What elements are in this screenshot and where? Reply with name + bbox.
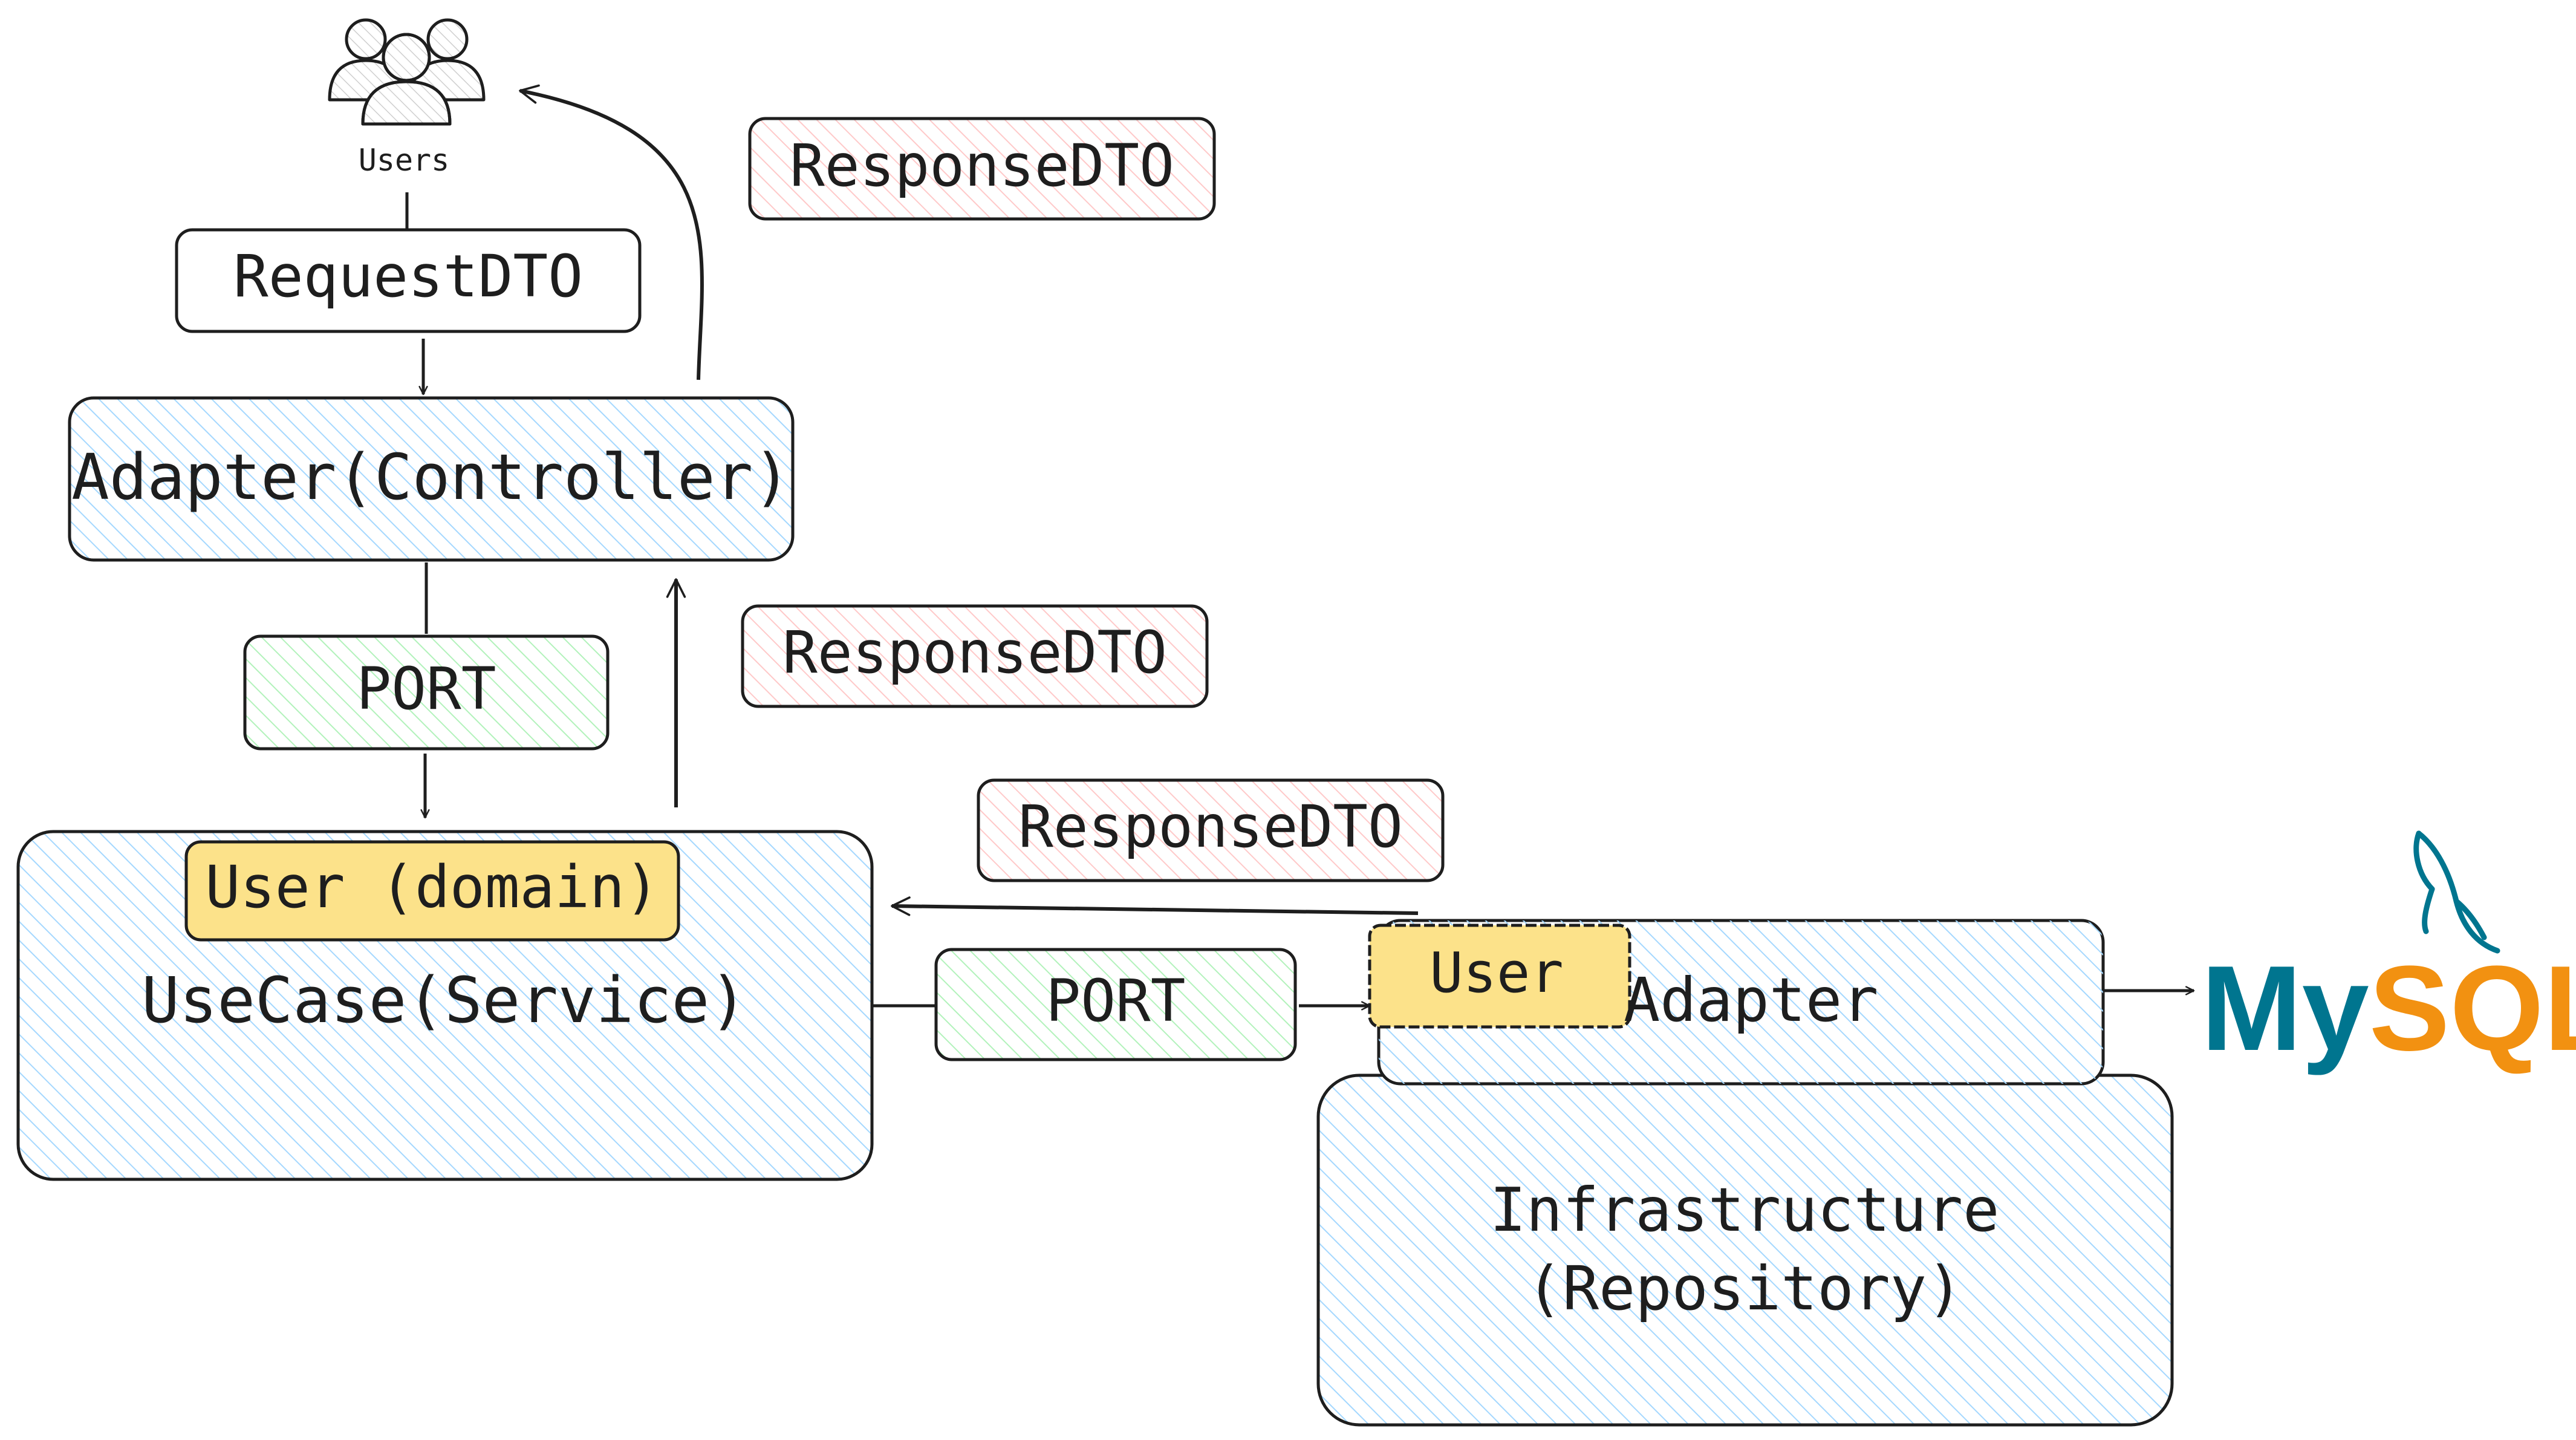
persistence-to-usecase-arrow [891,896,1419,916]
mysql-brand-sql: SQL [2369,941,2576,1076]
mysql-logo-text: MySQL [2201,941,2576,1076]
request-dto-box[interactable] [175,228,642,333]
mysql-brand-my: My [2201,941,2369,1076]
infrastructure-label-line1: Infrastructure [1490,1174,2000,1245]
response-dto-label-top: ResponseDTO [790,132,1174,200]
user-entity-label: User [1429,940,1564,1005]
port-label-left: PORT [356,655,496,723]
mysql-dolphin-icon [2413,830,2500,954]
users-label: Users [359,143,450,178]
infrastructure-label-line2: (Repository) [1526,1253,1963,1324]
port-box-left[interactable] [243,634,610,751]
controller-adapter-box[interactable] [68,396,795,562]
user-domain-box[interactable] [184,840,680,942]
response-to-users-arrow [519,84,704,380]
response-dto-box-middle[interactable] [741,604,1209,708]
controller-adapter-label: Adapter(Controller) [71,440,791,514]
port-box-right[interactable] [934,948,1297,1061]
infrastructure-box[interactable] [1316,1073,2174,1427]
usecase-service-label: UseCase(Service) [141,963,747,1037]
response-dto-box-lower[interactable] [977,778,1445,882]
response-dto-box-top[interactable] [748,117,1216,221]
response-dto-label-middle: ResponseDTO [782,619,1167,686]
persistence-adapter-label: Adapter [1624,965,1878,1035]
user-domain-label: User (domain) [205,853,659,921]
response-dto-label-lower: ResponseDTO [1018,793,1403,861]
users-icon [328,18,486,126]
port-label-right: PORT [1046,967,1185,1035]
user-entity-box[interactable] [1368,924,1631,1029]
request-dto-label: RequestDTO [233,243,583,310]
